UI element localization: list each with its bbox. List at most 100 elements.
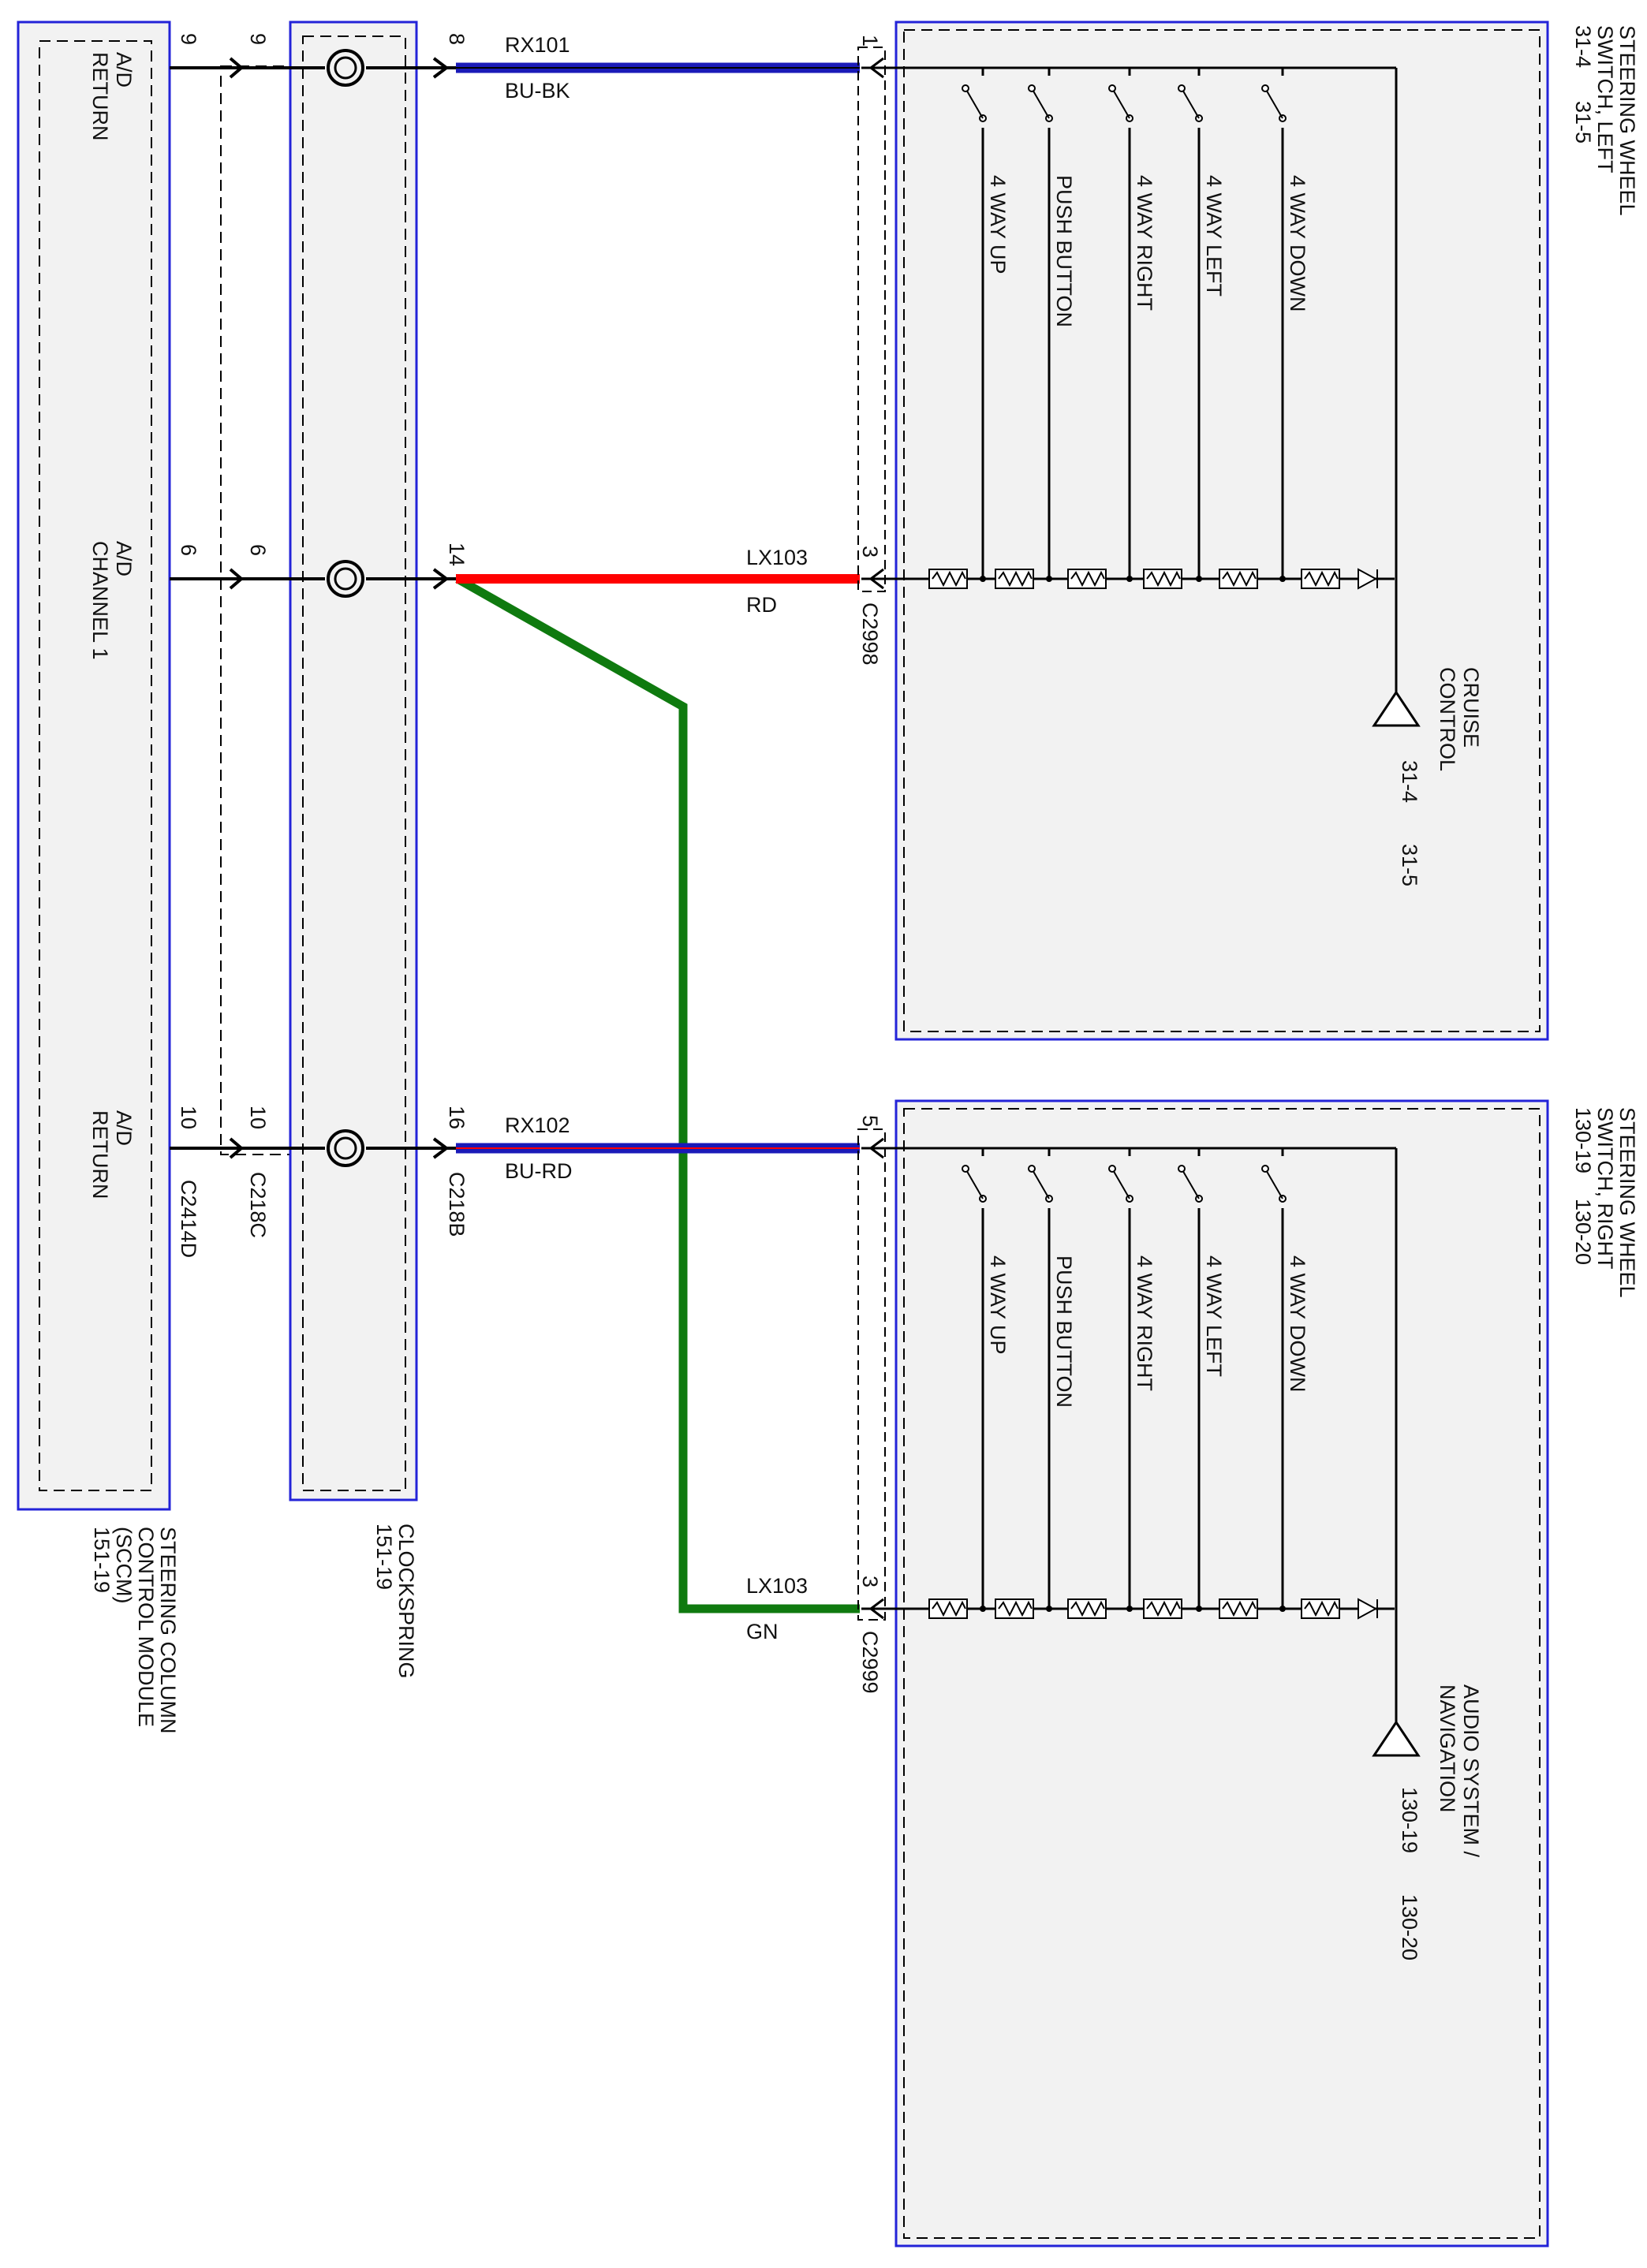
- sw-r-ref-2: 130-20: [1571, 1199, 1595, 1265]
- sw-l-1-switch: [962, 76, 989, 128]
- sw-r-node-2: [1046, 1606, 1052, 1612]
- coil-row3-inner: [334, 1136, 357, 1160]
- sw-l-label-3: 4 WAY RIGHT: [1133, 175, 1156, 311]
- clockspring-dashed-inner: [302, 35, 406, 1491]
- sccm-title-2: CONTROL MODULE: [134, 1527, 158, 1727]
- sw-r-node-3: [1126, 1606, 1133, 1612]
- sw-l-ref-2: 31-5: [1571, 101, 1595, 144]
- sccm-pin-6: 6: [177, 544, 200, 556]
- clockspring-right-pin-16: 16: [445, 1106, 469, 1129]
- sw-r-title-1: STEERING WHEEL: [1615, 1107, 1639, 1298]
- wire-lx103-color-1: RD: [746, 593, 777, 617]
- sw-r-label-2: PUSH BUTTON: [1052, 1255, 1076, 1408]
- sw-r-diode: [1358, 1598, 1378, 1620]
- clockspring-left-pin-6: 6: [246, 544, 270, 556]
- sw-r-node-5: [1279, 1606, 1286, 1612]
- sccm-pin-label-1b: RETURN: [88, 52, 112, 141]
- clockspring-right-connector: C218B: [445, 1172, 469, 1237]
- sw-r-ref-1: 130-19: [1571, 1107, 1595, 1173]
- harness-dashed-bracket: [220, 65, 297, 1155]
- sccm-module[interactable]: A/D RETURN A/D CHANNEL 1 A/D RETURN 9 6 …: [17, 21, 200, 1734]
- clockspring-left-pin-10: 10: [246, 1106, 270, 1129]
- sccm-connector-label: C2414D: [177, 1180, 200, 1258]
- sw-l-label-4: 4 WAY LEFT: [1202, 175, 1226, 297]
- wire-rx101-color: BU-BK: [505, 79, 570, 103]
- coil-row2-outer: [327, 560, 364, 598]
- switch-right-module[interactable]: 4 WAY UP PUSH BUTTON 4 WAY RIGHT 4 WAY L…: [857, 1099, 1639, 2247]
- coil-row1-outer: [327, 49, 364, 87]
- sw-r-node-1: [980, 1606, 986, 1612]
- clockspring-leads: [170, 49, 458, 1167]
- sw-l-node-1: [980, 576, 986, 582]
- switch-right-outline: [894, 1099, 1549, 2247]
- sw-l-node-4: [1196, 576, 1202, 582]
- sw-r-label-3: 4 WAY RIGHT: [1133, 1255, 1156, 1391]
- clockspring-module[interactable]: 9 6 10 C218C 8 14 16 C218B CLOCKSPRING 1…: [246, 21, 469, 1679]
- arrow-row3-a: [229, 1137, 245, 1159]
- sw-r-ground-1: AUDIO SYSTEM /: [1459, 1684, 1483, 1858]
- sw-r-resistors: [928, 1598, 1340, 1619]
- sw-r-5-switch: [1261, 1156, 1289, 1208]
- arrow-row2-a: [229, 568, 245, 590]
- sw-l-3-switch: [1108, 76, 1136, 128]
- switch-left-module[interactable]: 4 WAY UP PUSH BUTTON 4 WAY RIGHT 4 WAY L…: [857, 21, 1639, 1041]
- clockspring-title-1: CLOCKSPRING: [394, 1524, 418, 1679]
- switch-right-ground-triangle: [1372, 1720, 1421, 1757]
- sccm-outline: [17, 21, 171, 1511]
- wire-lx103-green: [455, 575, 860, 1613]
- sw-r-node-4: [1196, 1606, 1202, 1612]
- sccm-dashed-inner: [39, 40, 152, 1491]
- sw-l-node-3: [1126, 576, 1133, 582]
- sw-r-ground-ref-2: 130-20: [1398, 1894, 1421, 1960]
- sw-r-2-switch: [1028, 1156, 1055, 1208]
- sw-l-connector: C2998: [858, 602, 882, 666]
- clockspring-outline: [289, 21, 418, 1501]
- wire-lx103-circuit-2: LX103: [746, 1574, 808, 1598]
- arrow-row3-b: [432, 1137, 450, 1159]
- sw-l-5-switch: [1261, 76, 1289, 128]
- sw-l-label-2: PUSH BUTTON: [1052, 175, 1076, 327]
- sccm-pin-label-2b: CHANNEL 1: [88, 541, 112, 660]
- sw-l-pin-3: 3: [858, 546, 882, 558]
- sw-l-ground-2: CONTROL: [1436, 667, 1459, 771]
- switch-left-outline: [894, 21, 1549, 1041]
- sw-r-ground-ref-1: 130-19: [1398, 1787, 1421, 1853]
- switch-left-ground-triangle: [1372, 690, 1421, 727]
- sw-r-1-switch: [962, 1156, 989, 1208]
- wire-lx103-color-2: GN: [746, 1620, 779, 1643]
- switch-right-arrow-3: [868, 1598, 884, 1620]
- arrow-row1-b: [432, 57, 450, 79]
- switch-left-arrow-3: [868, 568, 884, 590]
- sw-r-pin-5: 5: [858, 1115, 882, 1127]
- sw-l-ground-1: CRUISE: [1459, 667, 1483, 748]
- sw-l-ground-ref-2: 31-5: [1398, 844, 1421, 886]
- sccm-title-3: (SCCM): [112, 1527, 136, 1603]
- switch-left-pin-bracket: [857, 47, 886, 592]
- sw-r-label-1: 4 WAY UP: [986, 1255, 1010, 1355]
- sw-r-label-5: 4 WAY DOWN: [1286, 1255, 1309, 1393]
- clockspring-left-connector: C218C: [246, 1172, 270, 1238]
- sw-r-label-4: 4 WAY LEFT: [1202, 1255, 1226, 1377]
- sw-r-4-switch: [1178, 1156, 1205, 1208]
- sw-l-node-2: [1046, 576, 1052, 582]
- switch-left-contacts: [928, 68, 1378, 590]
- sw-l-title-1: STEERING WHEEL: [1615, 25, 1639, 216]
- sccm-pin-label-1a: A/D: [112, 52, 136, 88]
- sw-l-2-switch: [1028, 76, 1055, 128]
- sccm-pin-label-3b: RETURN: [88, 1110, 112, 1199]
- wire-rx101-circuit: RX101: [505, 33, 570, 57]
- sw-l-ground-ref-1: 31-4: [1398, 760, 1421, 803]
- sccm-pin-label-3a: A/D: [112, 1110, 136, 1146]
- switch-right-contacts: [928, 1148, 1378, 1620]
- sw-l-pin-1: 1: [858, 35, 882, 47]
- sw-l-node-5: [1279, 576, 1286, 582]
- sw-r-ground-2: NAVIGATION: [1436, 1684, 1459, 1813]
- arrow-row1-a: [229, 57, 245, 79]
- clockspring-left-pin-9: 9: [246, 33, 270, 45]
- sw-l-resistors: [928, 569, 1340, 589]
- sw-r-connector: C2999: [858, 1631, 882, 1694]
- switch-right-arrow-5: [868, 1137, 884, 1159]
- sccm-pin-9: 9: [177, 33, 200, 45]
- switch-right-dashed-inner: [903, 1108, 1541, 2239]
